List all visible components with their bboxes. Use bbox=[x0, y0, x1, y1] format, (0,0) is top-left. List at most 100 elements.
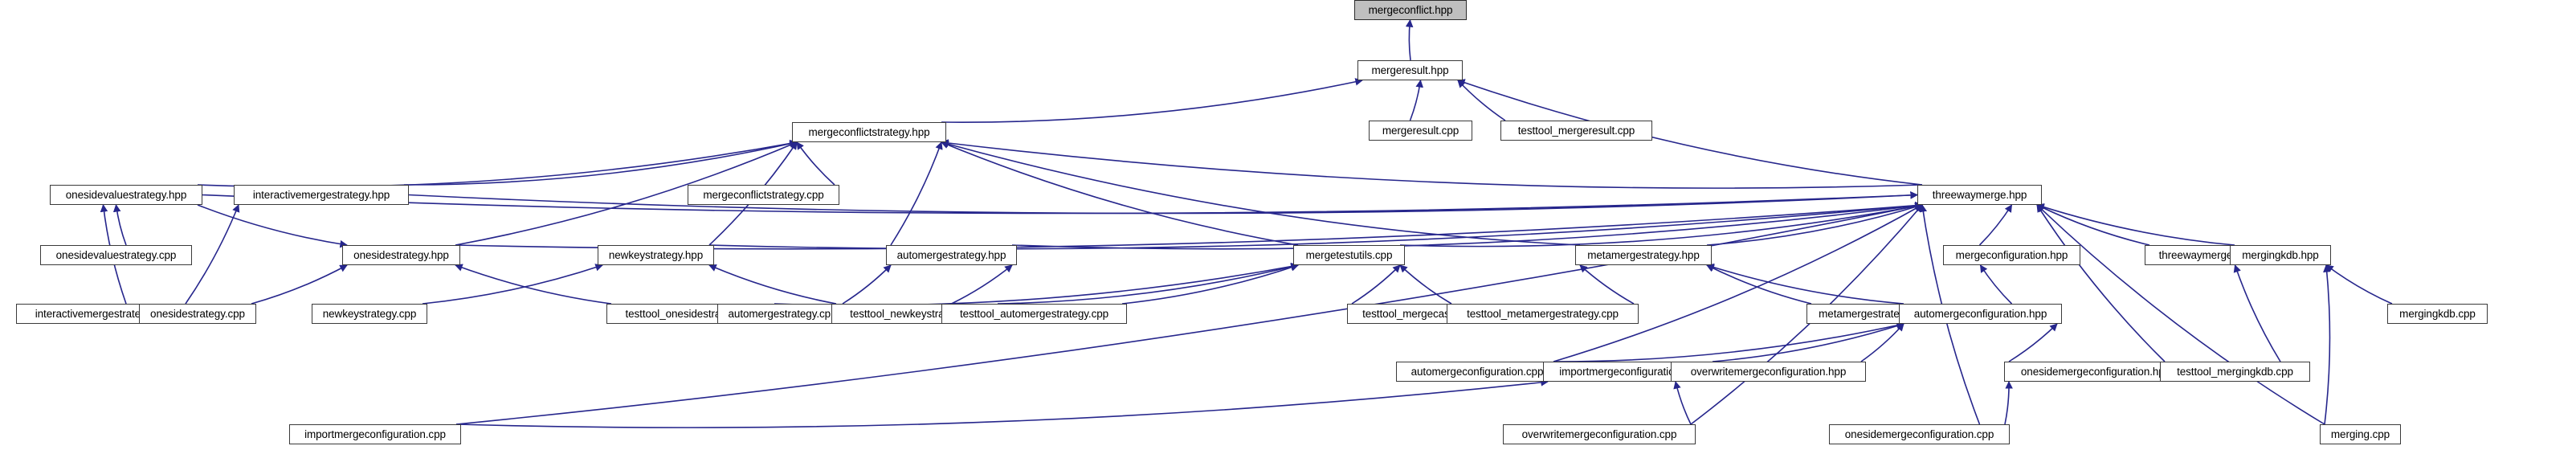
graph-node-testtool-automergestrategy-cpp[interactable]: testtool_automergestrategy.cpp bbox=[941, 304, 1127, 324]
graph-edge bbox=[997, 263, 1299, 305]
graph-node-label: mergingkdb.cpp bbox=[2399, 307, 2476, 320]
graph-edge bbox=[842, 264, 892, 305]
graph-edge bbox=[1860, 323, 1904, 362]
graph-node-overwritemergeconfiguration-cpp[interactable]: overwritemergeconfiguration.cpp bbox=[1503, 424, 1696, 444]
graph-node-automergeconfiguration-cpp[interactable]: automergeconfiguration.cpp bbox=[1396, 362, 1558, 382]
graph-node-label: automergestrategy.cpp bbox=[728, 307, 837, 320]
graph-edge bbox=[2325, 264, 2393, 305]
graph-node-merging-cpp[interactable]: merging.cpp bbox=[2320, 424, 2401, 444]
graph-node-label: testtool_mergeresult.cpp bbox=[1517, 124, 1635, 137]
graph-node-label: mergeresult.hpp bbox=[1371, 63, 1449, 76]
graph-node-onesidemergeconfiguration-cpp[interactable]: onesidemergeconfiguration.cpp bbox=[1829, 424, 2010, 444]
graph-node-testtool-metamergestrategy-cpp[interactable]: testtool_metamergestrategy.cpp bbox=[1447, 304, 1639, 324]
graph-edge bbox=[112, 204, 127, 246]
graph-edge bbox=[890, 141, 943, 246]
graph-edge bbox=[1399, 264, 1452, 305]
graph-node-automergestrategy-hpp[interactable]: automergestrategy.hpp bbox=[886, 245, 1017, 265]
graph-node-label: overwritemergeconfiguration.cpp bbox=[1521, 428, 1677, 440]
graph-node-label: testtool_metamergestrategy.cpp bbox=[1467, 307, 1619, 320]
graph-edge bbox=[1553, 204, 1923, 362]
graph-node-label: onesidevaluestrategy.hpp bbox=[65, 188, 187, 201]
graph-node-label: merging.cpp bbox=[2330, 428, 2390, 440]
graph-node-label: mergeconfiguration.hpp bbox=[1955, 248, 2068, 261]
graph-node-importmergeconfiguration-cpp[interactable]: importmergeconfiguration.cpp bbox=[289, 424, 461, 444]
graph-edge bbox=[708, 264, 837, 305]
graph-edge bbox=[1706, 263, 1904, 305]
graph-node-threewaymerge-hpp[interactable]: threewaymerge.hpp bbox=[1917, 185, 2042, 205]
graph-node-mergeresult-hpp[interactable]: mergeresult.hpp bbox=[1357, 60, 1463, 80]
graph-node-overwritemergeconfiguration-hpp[interactable]: overwritemergeconfiguration.hpp bbox=[1671, 362, 1866, 382]
graph-node-label: mergeresult.cpp bbox=[1382, 124, 1459, 137]
graph-edge bbox=[1121, 264, 1299, 305]
graph-edge bbox=[408, 191, 1918, 215]
graph-node-label: newkeystrategy.hpp bbox=[608, 248, 704, 261]
graph-edge bbox=[941, 140, 1581, 246]
graph-node-label: overwritemergeconfiguration.hpp bbox=[1690, 365, 1847, 378]
graph-edge bbox=[951, 264, 1013, 305]
graph-edge bbox=[1351, 264, 1401, 305]
graph-edge bbox=[2233, 264, 2281, 362]
graph-edge bbox=[422, 264, 603, 305]
graph-edge bbox=[2008, 323, 2058, 362]
graph-edge bbox=[197, 204, 348, 248]
graph-node-newkeystrategy-cpp[interactable]: newkeystrategy.cpp bbox=[312, 304, 427, 324]
graph-edge bbox=[403, 140, 798, 186]
graph-node-newkeystrategy-hpp[interactable]: newkeystrategy.hpp bbox=[598, 245, 714, 265]
graph-node-mergeconflictstrategy-hpp[interactable]: mergeconflictstrategy.hpp bbox=[792, 122, 946, 142]
graph-node-label: onesidestrategy.hpp bbox=[353, 248, 449, 261]
graph-node-label: metamergestrategy.hpp bbox=[1587, 248, 1700, 261]
graph-edge bbox=[1553, 321, 1904, 362]
graph-node-onesidevaluestrategy-hpp[interactable]: onesidevaluestrategy.hpp bbox=[50, 185, 202, 205]
graph-edge bbox=[1579, 264, 1635, 305]
graph-node-testtool-mergingkdb-cpp[interactable]: testtool_mergingkdb.cpp bbox=[2160, 362, 2310, 382]
graph-node-automergeconfiguration-hpp[interactable]: automergeconfiguration.hpp bbox=[1899, 304, 2062, 324]
graph-node-label: automergestrategy.hpp bbox=[896, 248, 1006, 261]
graph-node-mergingkdb-cpp[interactable]: mergingkdb.cpp bbox=[2387, 304, 2488, 324]
graph-edge bbox=[1978, 204, 2013, 246]
graph-edge bbox=[1979, 264, 2013, 305]
graph-edge bbox=[1399, 202, 1923, 248]
graph-edge bbox=[1673, 381, 1692, 425]
graph-node-mergeconfiguration-hpp[interactable]: mergeconfiguration.hpp bbox=[1943, 245, 2080, 265]
graph-node-automergestrategy-cpp[interactable]: automergestrategy.cpp bbox=[717, 304, 847, 324]
graph-edge bbox=[1457, 79, 1923, 186]
graph-node-label: onesidemergeconfiguration.hpp bbox=[2020, 365, 2171, 378]
graph-node-label: importmergeconfiguration.cpp bbox=[304, 428, 446, 440]
graph-edge bbox=[1706, 202, 1923, 246]
graph-edge bbox=[2036, 204, 2325, 425]
graph-node-label: mergetestutils.cpp bbox=[1305, 248, 1393, 261]
graph-node-label: testtool_automergestrategy.cpp bbox=[959, 307, 1109, 320]
graph-node-label: onesidevaluestrategy.cpp bbox=[55, 248, 177, 261]
graph-node-label: mergeconflictstrategy.cpp bbox=[703, 188, 824, 201]
graph-node-onesidevaluestrategy-cpp[interactable]: onesidevaluestrategy.cpp bbox=[40, 245, 192, 265]
graph-edge bbox=[1712, 322, 1904, 362]
graph-node-onesidestrategy-hpp[interactable]: onesidestrategy.hpp bbox=[342, 245, 460, 265]
graph-edge bbox=[2036, 203, 2235, 246]
graph-edge bbox=[796, 141, 835, 186]
graph-node-mergeresult-cpp[interactable]: mergeresult.cpp bbox=[1369, 121, 1472, 141]
graph-edge bbox=[455, 141, 798, 246]
graph-node-label: automergeconfiguration.cpp bbox=[1410, 365, 1544, 378]
graph-node-onesidestrategy-cpp[interactable]: onesidestrategy.cpp bbox=[139, 304, 256, 324]
graph-node-label: mergeconflict.hpp bbox=[1368, 3, 1453, 16]
graph-node-metamergestrategy-hpp[interactable]: metamergestrategy.hpp bbox=[1575, 245, 1712, 265]
graph-edge bbox=[2323, 264, 2331, 425]
graph-node-label: onesidestrategy.cpp bbox=[150, 307, 245, 320]
graph-node-interactivemergestrategy-hpp[interactable]: interactivemergestrategy.hpp bbox=[234, 185, 409, 205]
graph-edge bbox=[185, 204, 240, 305]
graph-node-label: interactivemergestrategy.hpp bbox=[252, 188, 390, 201]
graph-edge bbox=[455, 378, 1549, 428]
graph-edge bbox=[455, 264, 612, 305]
graph-node-label: threewaymerge.hpp bbox=[1932, 188, 2027, 201]
graph-edge bbox=[251, 264, 348, 305]
graph-node-label: testtool_mergingkdb.cpp bbox=[2177, 365, 2293, 378]
graph-node-label: mergingkdb.hpp bbox=[2242, 248, 2319, 261]
graph-node-mergeconflict-hpp[interactable]: mergeconflict.hpp bbox=[1354, 0, 1467, 20]
graph-node-mergetestutils-cpp[interactable]: mergetestutils.cpp bbox=[1293, 245, 1405, 265]
graph-edge bbox=[1409, 80, 1424, 121]
graph-node-mergeconflictstrategy-cpp[interactable]: mergeconflictstrategy.cpp bbox=[688, 185, 839, 205]
graph-node-mergingkdb-hpp[interactable]: mergingkdb.hpp bbox=[2230, 245, 2331, 265]
graph-node-testtool-mergeresult-cpp[interactable]: testtool_mergeresult.cpp bbox=[1500, 121, 1652, 141]
graph-edge bbox=[1011, 202, 1923, 250]
